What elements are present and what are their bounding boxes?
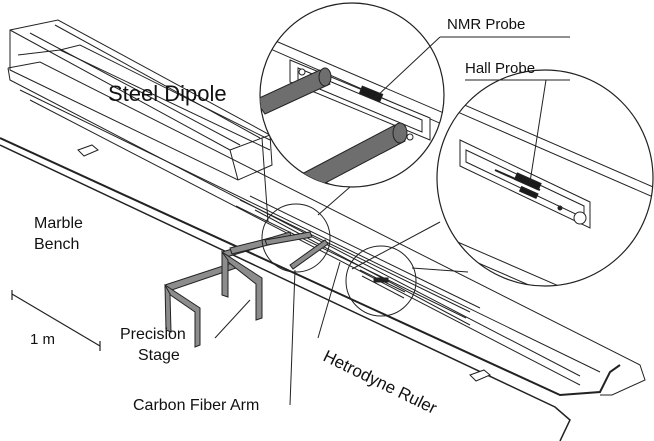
carbon-fiber-arm [264,231,329,270]
stage-leg-right-b [221,250,229,298]
probe-rails [235,195,481,326]
label-carbon-fiber-arm: Carbon Fiber Arm [133,397,259,414]
label-bench: Bench [34,236,79,253]
steel-dipole [9,19,273,181]
label-leaders [214,36,570,406]
zoom-circle-nmr [261,203,331,273]
label-scale: 1 m [30,331,55,348]
hall-leader [465,79,570,183]
magnified-view-hall [436,69,654,287]
label-steel-dipole: Steel Dipole [108,81,227,106]
rod-upper [260,69,331,115]
label-hetrodyne-ruler: Hetrodyne Ruler [320,347,440,418]
magnified-view-nmr [259,2,445,188]
bench-bracket [77,144,491,382]
arm-leader [289,269,296,406]
label-nmr-probe: NMR Probe [447,16,525,33]
label-hall-probe: Hall Probe [465,60,535,77]
zoom-connectors [261,137,469,273]
label-stage: Stage [138,347,180,364]
label-precision: Precision [120,326,186,343]
scale-bar [11,290,101,351]
stage-leg-left-back [164,284,172,333]
zoom-circle-contents [359,269,406,299]
marble-bench [0,44,646,441]
hetrodyne-leader [317,261,341,339]
nmr-leader [374,36,570,99]
stage-leader [214,299,251,339]
label-marble: Marble [34,215,83,232]
zoom-circle-hall [345,245,417,317]
